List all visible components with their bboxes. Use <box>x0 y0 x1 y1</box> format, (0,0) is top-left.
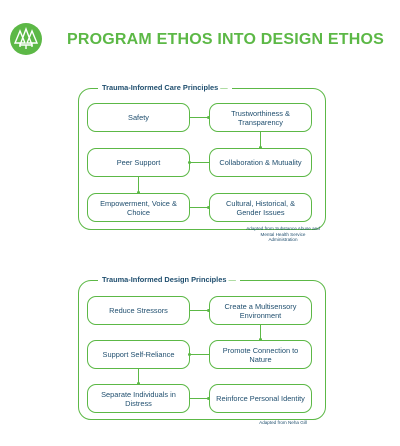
connector-dot <box>207 206 210 209</box>
connector-collab-peer <box>190 162 209 164</box>
box-reinforce-personal-identity: Reinforce Personal Identity <box>209 384 312 413</box>
connector-trust-collab <box>260 132 262 148</box>
connector-peer-empower <box>138 177 140 193</box>
connector-safety-trust <box>190 117 209 119</box>
box-safety: Safety <box>87 103 190 132</box>
box-peer-support: Peer Support <box>87 148 190 177</box>
box-support-self-reliance: Support Self-Reliance <box>87 340 190 369</box>
heading-dash: — <box>228 275 236 284</box>
page-title: PROGRAM ETHOS INTO DESIGN ETHOS <box>67 31 385 48</box>
connector-dot <box>207 309 210 312</box>
heading-dash: — <box>220 83 228 92</box>
connector-stressors-multisensory <box>190 310 209 312</box>
connector-multisensory-nature <box>260 325 262 340</box>
design-heading-text: Trauma-Informed Design Principles <box>102 275 227 284</box>
box-trustworthiness-transparency: Trustworthiness & Transparency <box>209 103 312 132</box>
connector-reliance-separate <box>138 369 140 384</box>
care-principles-heading: Trauma-Informed Care Principles — <box>98 83 232 92</box>
connector-separate-identity <box>190 398 209 400</box>
pine-trees-logo-icon <box>10 23 42 55</box>
connector-dot <box>207 397 210 400</box>
box-cultural-historical-gender: Cultural, Historical, & Gender Issues <box>209 193 312 222</box>
connector-dot <box>259 338 262 341</box>
care-credit: Adapted from Substance Abuse and Mental … <box>246 226 320 243</box>
connector-dot <box>207 116 210 119</box>
connector-dot <box>137 382 140 385</box>
connector-empower-cultural <box>190 207 209 209</box>
connector-dot <box>188 161 191 164</box>
care-heading-text: Trauma-Informed Care Principles <box>102 83 219 92</box>
box-collaboration-mutuality: Collaboration & Mutuality <box>209 148 312 177</box>
box-separate-individuals-distress: Separate Individuals in Distress <box>87 384 190 413</box>
connector-nature-reliance <box>190 354 209 356</box>
box-create-multisensory-environment: Create a Multisensory Environment <box>209 296 312 325</box>
box-promote-connection-nature: Promote Connection to Nature <box>209 340 312 369</box>
box-empowerment-voice-choice: Empowerment, Voice & Choice <box>87 193 190 222</box>
box-reduce-stressors: Reduce Stressors <box>87 296 190 325</box>
connector-dot <box>259 146 262 149</box>
connector-dot <box>137 191 140 194</box>
design-credit: Adapted from Neha Gill <box>259 420 307 425</box>
design-principles-heading: Trauma-Informed Design Principles — <box>98 275 240 284</box>
connector-dot <box>188 353 191 356</box>
